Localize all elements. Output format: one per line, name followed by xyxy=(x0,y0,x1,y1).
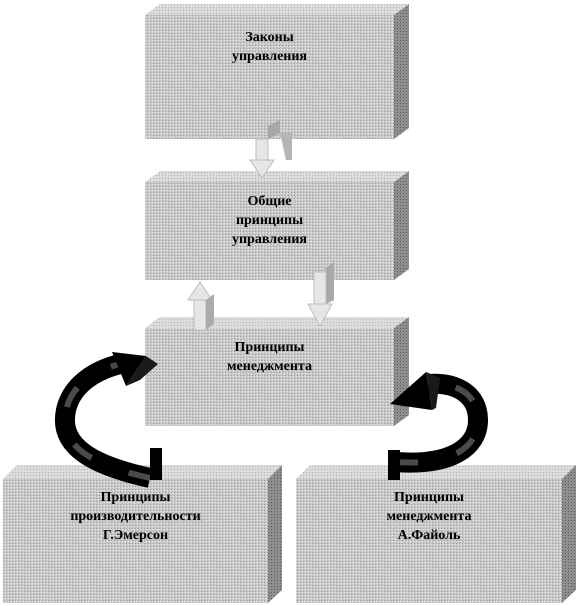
box-general-label: Общие принципы управления xyxy=(145,192,394,249)
box-general-line1: Общие xyxy=(247,194,292,209)
box-general-line3: управления xyxy=(231,232,307,247)
box-fayol-line1: Принципы xyxy=(394,490,464,505)
arrow-up-management-to-general xyxy=(187,281,214,331)
arrow-down-laws-to-general xyxy=(249,120,292,179)
box-fayol-line2: менеджмента xyxy=(386,509,472,524)
box-management-line1: Принципы xyxy=(234,340,305,355)
arrow-down-general-to-management xyxy=(307,262,334,328)
curved-arrow-left-icon xyxy=(54,352,162,488)
box-fayol xyxy=(296,465,576,603)
box-management-line2: менеджмента xyxy=(227,359,312,374)
box-emerson-label: Принципы производительности Г.Эмерсон xyxy=(3,488,268,545)
box-emerson-line1: Принципы xyxy=(100,490,171,505)
box-laws-line2: управления xyxy=(231,49,307,64)
box-fayol-label: Принципы менеджмента А.Файоль xyxy=(296,488,562,545)
box-management-label: Принципы менеджмента xyxy=(145,338,394,376)
box-laws-label: Законы управления xyxy=(145,28,394,66)
box-laws xyxy=(145,4,409,139)
box-laws-line1: Законы xyxy=(245,30,294,45)
curved-arrow-right-icon xyxy=(388,372,489,480)
box-emerson-line2: производительности xyxy=(70,509,201,524)
box-emerson-line3: Г.Эмерсон xyxy=(102,528,169,543)
box-fayol-line3: А.Файоль xyxy=(397,528,461,543)
box-general-line2: принципы xyxy=(235,213,304,228)
box-general-principles xyxy=(145,171,409,280)
box-emerson xyxy=(3,465,282,603)
